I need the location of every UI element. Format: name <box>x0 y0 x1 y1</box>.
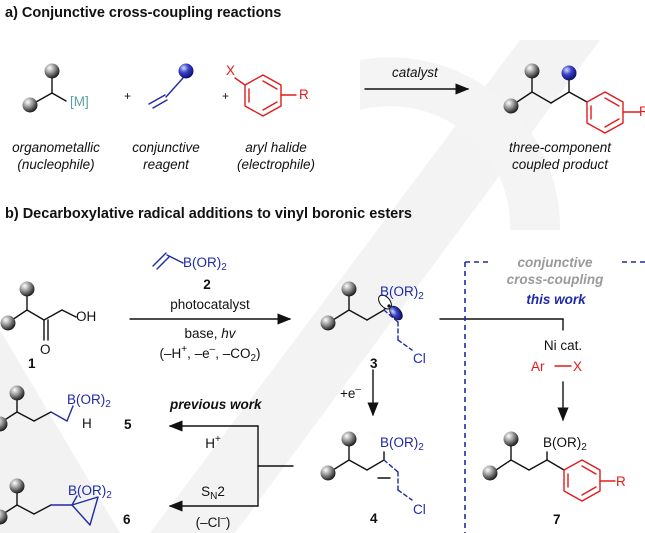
product-r-label: R <box>639 104 645 119</box>
byproducts-label: (–H+, –e–, –CO2) <box>159 344 261 364</box>
protonated-product-structure <box>2 399 52 422</box>
radical-chain-dashed <box>383 309 413 351</box>
cyclopropane-product-structure <box>2 492 52 515</box>
vinyl-boronate-reagent <box>152 252 184 270</box>
photocatalyst-label: photocatalyst <box>170 297 250 312</box>
anion-boronate-label: B(OR)2 <box>380 435 424 453</box>
anion-intermediate-structure <box>332 445 391 479</box>
compound-5-number: 5 <box>124 417 132 432</box>
aryl-halide-structure <box>234 74 297 117</box>
caption-organometallic-1: organometallic <box>12 140 100 155</box>
protonation-label: H+ <box>205 434 221 451</box>
previous-work-label: previous work <box>170 397 262 412</box>
caption-product-2: coupled product <box>511 157 609 172</box>
cross-coupled-product-structure <box>495 445 565 471</box>
section-b-title: b) Decarboxylative radical additions to … <box>5 206 412 222</box>
compound-1-number: 1 <box>28 356 36 371</box>
conjunctive-label-2: cross-coupling <box>506 272 604 287</box>
caption-product-1: three-component <box>508 140 612 155</box>
vinyl-reagent-structure <box>148 77 184 109</box>
this-work-label: this work <box>526 292 586 307</box>
compound-4-number: 4 <box>370 511 378 526</box>
plus-sign-2: + <box>222 89 230 103</box>
x-label: X <box>573 359 583 374</box>
caption-aryl-2: (electrophile) <box>236 157 316 172</box>
ni-catalyst-label: Ni cat. <box>543 338 583 353</box>
base-hv-label: base, hv <box>184 326 236 341</box>
reagent-number: 2 <box>203 277 211 292</box>
catalyst-label: catalyst <box>392 65 438 80</box>
product5-boronate-label: B(OR)2 <box>67 392 111 410</box>
product6-boronate-label: B(OR)2 <box>68 483 112 501</box>
caption-organometallic-2: (nucleophile) <box>17 157 95 172</box>
chloride-loss-label: (–Cl–) <box>195 513 231 530</box>
conjunctive-label-1: conjunctive <box>517 255 593 270</box>
caption-conjunctive-1: conjunctive <box>132 140 200 155</box>
metal-label: [M] <box>70 94 89 109</box>
plus-sign-1: + <box>124 89 132 103</box>
caption-aryl-1: aryl halide <box>245 140 307 155</box>
blue-spheres <box>178 63 577 81</box>
caption-conjunctive-2: reagent <box>143 157 189 172</box>
anion-cl-label: Cl <box>413 502 426 517</box>
product7-boronate-label: B(OR)2 <box>543 435 587 453</box>
acid-oh-label: OH <box>76 309 97 324</box>
product7-r-label: R <box>616 474 626 489</box>
acid-o-label: O <box>40 342 51 357</box>
product-aryl-ring-b <box>563 459 616 502</box>
halide-r-label: R <box>299 87 309 102</box>
compound-3-number: 3 <box>370 356 378 371</box>
compound-7-number: 7 <box>553 512 561 527</box>
product-aryl-ring-a <box>586 91 641 134</box>
radical-orbital-icon <box>378 294 403 321</box>
ar-label: Ar <box>531 359 545 374</box>
halide-x-label: X <box>226 63 236 78</box>
reagent-boronate-label: B(OR)2 <box>183 255 227 273</box>
grey-spheres <box>0 63 540 525</box>
radical-boronate-label: B(OR)2 <box>380 284 424 302</box>
anion-chain-dashed <box>383 459 413 501</box>
organometallic-structure <box>35 77 67 103</box>
radical-cl-label: Cl <box>413 351 426 366</box>
carboxylic-acid-structure <box>11 295 77 341</box>
product-structure-a <box>516 77 588 104</box>
sn2-label: SN2 <box>201 484 225 502</box>
section-a-title: a) Conjunctive cross-coupling reactions <box>5 5 282 21</box>
this-work-box <box>464 261 645 533</box>
electron-label: +e– <box>340 384 361 401</box>
product5-h-label: H <box>82 416 92 431</box>
compound-6-number: 6 <box>123 512 131 527</box>
